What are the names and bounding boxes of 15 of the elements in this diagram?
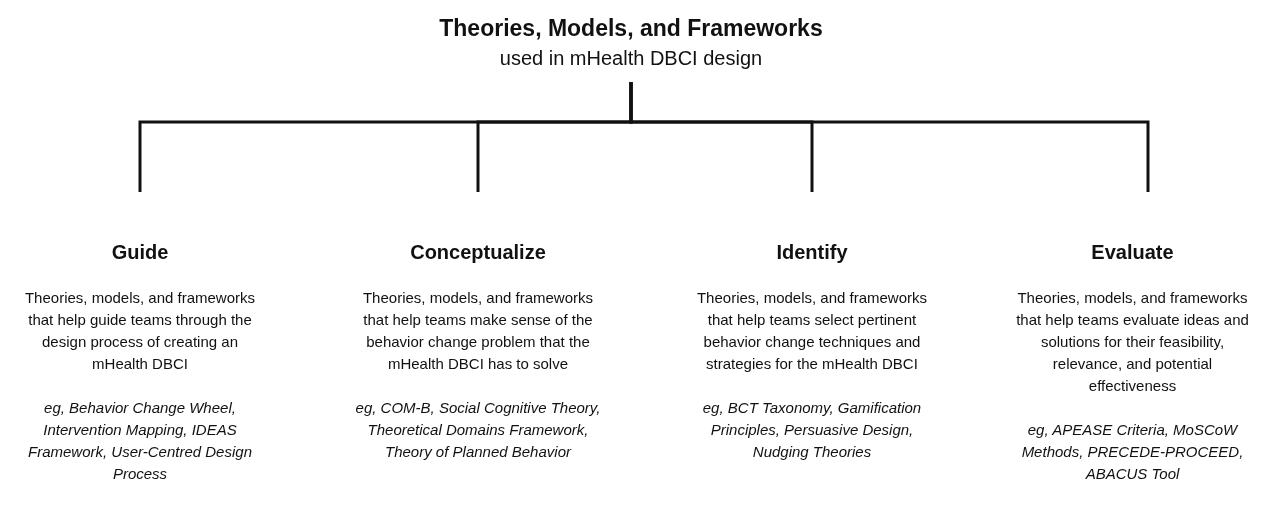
category-description: Theories, models, and frameworks that help teams evaluate ideas and solutions for their feasibility, relevance, and potential effectiveness xyxy=(1015,288,1250,396)
root-subheading: used in mHealth DBCI design xyxy=(499,45,763,71)
category-description: Theories, models, and frameworks that help guide teams through the design process of creating an mHealth DBCI xyxy=(23,288,257,374)
category-heading: Identify xyxy=(776,240,848,265)
examples-text: eg, APEASE Criteria, MoSCoW Methods, PRECEDE-PROCEED, ABACUS Tool xyxy=(1020,420,1245,484)
examples-text: eg, COM-B, Social Cognitive Theory, Theoretical Domains Framework, Theory of Planned Behavior xyxy=(354,398,602,462)
category-heading: Conceptualize xyxy=(410,240,546,265)
category-heading: Guide xyxy=(111,240,169,265)
category-heading: Evaluate xyxy=(1091,240,1174,265)
root-heading: Theories, Models, and Frameworks xyxy=(439,14,823,43)
connector-line xyxy=(629,82,1150,192)
category-description: Theories, models, and frameworks that help teams select pertinent behavior change techniques and strategies for the mHealth DBCI xyxy=(695,288,929,374)
examples-text: eg, Behavior Change Wheel, Intervention Mapping, IDEAS Framework, User-Centred Design Process xyxy=(27,398,253,484)
examples-text: eg, BCT Taxonomy, Gamification Principles, Persuasive Design, Nudging Theories xyxy=(701,398,923,462)
category-description: Theories, models, and frameworks that help teams make sense of the behavior change problem that the mHealth DBCI has to solve xyxy=(361,288,595,374)
